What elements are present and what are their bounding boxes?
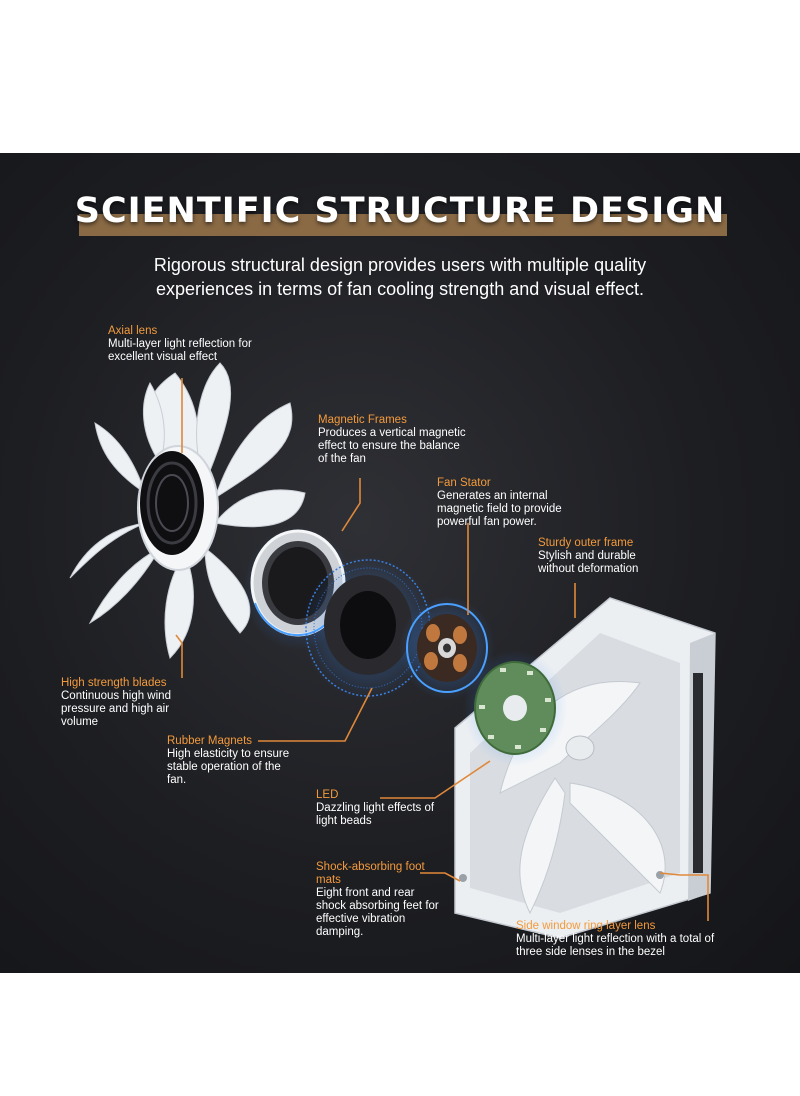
leader-lines bbox=[175, 378, 709, 921]
leader-line-led bbox=[380, 760, 491, 799]
callout-title: Magnetic Frames bbox=[318, 414, 407, 426]
rubber-magnet-ring-icon bbox=[302, 556, 434, 700]
callout-fan-stator: Fan Stator Generates an internal magneti… bbox=[437, 477, 577, 529]
leader-line-magnetic-frames bbox=[341, 478, 361, 532]
callout-led: LED Dazzling light effects of light bead… bbox=[316, 789, 446, 828]
callout-high-strength-blades: High strength blades Continuous high win… bbox=[61, 677, 196, 729]
callout-description: Produces a vertical magnetic effect to e… bbox=[318, 427, 466, 465]
leader-line-foot-mats bbox=[420, 872, 461, 882]
callout-title: LED bbox=[316, 789, 339, 801]
callout-side-window-ring-layer-lens: Side window ring layer lens Multi-layer … bbox=[516, 920, 736, 959]
callout-title: Side window ring layer lens bbox=[516, 920, 656, 932]
callout-title: Fan Stator bbox=[437, 477, 491, 489]
callout-title: Sturdy outer frame bbox=[538, 537, 634, 549]
led-board-icon bbox=[463, 650, 567, 766]
callout-description: Multi-layer light reflection for excelle… bbox=[108, 338, 252, 363]
callout-description: Stylish and durable without deformation bbox=[538, 550, 639, 575]
callout-title: Rubber Magnets bbox=[167, 735, 253, 747]
feature-panel: SCIENTIFIC STRUCTURE DESIGN Rigorous str… bbox=[0, 153, 800, 973]
callout-description: Generates an internal magnetic field to … bbox=[437, 490, 562, 528]
callout-magnetic-frames: Magnetic Frames Produces a vertical magn… bbox=[318, 414, 468, 466]
leader-line-side-window bbox=[659, 872, 709, 921]
callout-description: Continuous high wind pressure and high a… bbox=[61, 690, 171, 728]
callout-description: Dazzling light effects of light beads bbox=[316, 802, 435, 827]
callout-title: Shock-absorbing foot mats bbox=[316, 861, 425, 886]
page-subtitle: Rigorous structural design provides user… bbox=[153, 255, 647, 299]
callout-rubber-magnets: Rubber Magnets High elasticity to ensure… bbox=[167, 735, 297, 787]
page-title: SCIENTIFIC STRUCTURE DESIGN bbox=[74, 191, 726, 231]
callout-title: High strength blades bbox=[61, 677, 167, 689]
callout-title: Axial lens bbox=[108, 325, 158, 337]
callout-description: Eight front and rear shock absorbing fee… bbox=[316, 887, 439, 938]
fan-stator-icon bbox=[399, 596, 495, 700]
title-accent-band bbox=[79, 214, 727, 236]
fan-blade-assembly-icon bbox=[69, 362, 306, 659]
exploded-fan-illustration bbox=[69, 362, 716, 939]
callout-sturdy-outer-frame: Sturdy outer frame Stylish and durable w… bbox=[538, 537, 658, 576]
callout-description: High elasticity to ensure stable operati… bbox=[167, 748, 290, 786]
callout-shock-absorbing-foot-mats: Shock-absorbing foot mats Eight front an… bbox=[316, 861, 444, 939]
callout-description: Multi-layer light reflection with a tota… bbox=[516, 933, 715, 958]
leader-line-rubber-magnets bbox=[258, 687, 373, 742]
leader-line-blades bbox=[175, 634, 183, 678]
callout-axial-lens: Axial lens Multi-layer light reflection … bbox=[108, 325, 258, 364]
